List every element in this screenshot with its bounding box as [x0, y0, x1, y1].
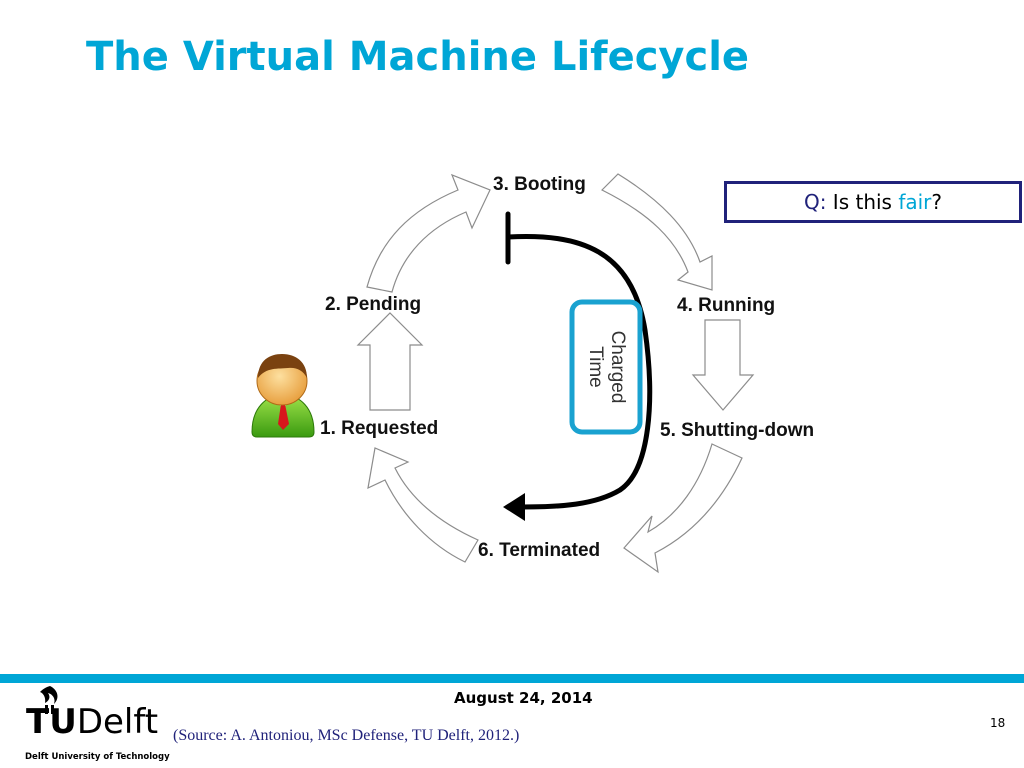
logo-tu: TU [26, 702, 77, 742]
stage-shutting-down-label: 5. Shutting-down [660, 420, 814, 441]
arrow-terminated-to-requested [367, 447, 479, 563]
charged-time-box [569, 299, 643, 435]
stage-booting-label: 3. Booting [493, 174, 586, 195]
stage-running-label: 4. Running [677, 295, 775, 316]
question-text: Is this [826, 190, 899, 214]
arrow-requested-to-pending [356, 312, 424, 411]
charged-time-arrow [505, 211, 653, 510]
flame-icon [40, 686, 58, 714]
charged-label: Charged [607, 331, 628, 404]
charged-time-arrowhead [503, 493, 525, 521]
question-suffix: ? [931, 190, 943, 214]
footer-divider [0, 674, 1024, 683]
stage-requested-label: 1. Requested [320, 418, 438, 439]
logo-subtitle: Delft University of Technology [25, 752, 170, 762]
footer-source: (Source: A. Antoniou, MSc Defense, TU De… [173, 727, 520, 744]
question-highlight: fair [898, 190, 932, 214]
page-title: The Virtual Machine Lifecycle [86, 34, 750, 80]
stage-pending-label: 2. Pending [325, 294, 421, 315]
question-box: Q: Is this fair? [724, 181, 1022, 223]
arrow-pending-to-booting [366, 173, 491, 293]
footer-date: August 24, 2014 [454, 689, 593, 707]
arrow-running-to-shutting-down [691, 319, 755, 411]
stage-terminated-label: 6. Terminated [478, 540, 600, 561]
arrow-booting-to-running [600, 173, 713, 291]
logo-wordmark: TUDelft [26, 702, 158, 742]
page-number: 18 [990, 716, 1006, 730]
question-prefix: Q: [803, 190, 827, 214]
arrow-shutting-down-to-terminated [623, 443, 743, 574]
tu-delft-logo: TUDelft Delft University of Technology [22, 684, 172, 766]
logo-delft: Delft [76, 702, 159, 742]
time-label: Time [585, 346, 606, 388]
user-avatar-icon [251, 354, 315, 438]
